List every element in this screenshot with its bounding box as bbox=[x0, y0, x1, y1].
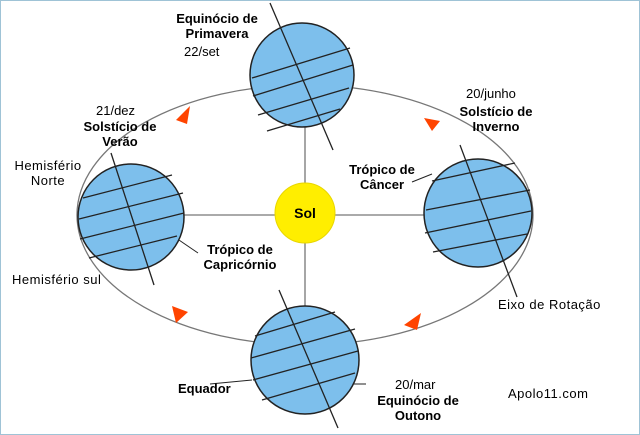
orbit-arrow-top-left bbox=[176, 106, 190, 124]
spring-equinox-title-line1: Equinócio de bbox=[176, 11, 258, 26]
tropic-capricorn-line1: Trópico de bbox=[207, 242, 273, 257]
earth-top bbox=[249, 2, 355, 151]
orbit-arrow-bottom-left bbox=[172, 306, 188, 323]
tropic-capricorn-label: Trópico de Capricórnio bbox=[193, 242, 287, 272]
winter-solstice-title-line1: Solstício de bbox=[459, 104, 533, 119]
tropic-cancer-label: Trópico de Câncer bbox=[340, 162, 424, 192]
summer-solstice-title-line2: Verão bbox=[102, 134, 138, 149]
autumn-equinox-title: Equinócio de Outono bbox=[366, 393, 470, 423]
autumn-equinox-title-line1: Equinócio de bbox=[377, 393, 459, 408]
summer-solstice-title-line1: Solstício de bbox=[83, 119, 157, 134]
earth-left bbox=[77, 152, 185, 286]
spring-equinox-title: Equinócio de Primavera bbox=[157, 11, 277, 41]
earth-right bbox=[423, 144, 533, 298]
orbit-arrow-top-right bbox=[424, 118, 440, 131]
capricorn-callout-line bbox=[175, 237, 199, 254]
hemisphere-north-line1: Hemisfério bbox=[14, 158, 82, 173]
hemisphere-north-line2: Norte bbox=[30, 173, 66, 188]
spring-equinox-date: 22/set bbox=[184, 44, 220, 59]
cancer-callout-line bbox=[411, 173, 433, 183]
summer-solstice-date: 21/dez bbox=[96, 103, 136, 118]
winter-solstice-date: 20/junho bbox=[466, 86, 516, 101]
spring-equinox-title-line2: Primavera bbox=[185, 26, 249, 41]
tropic-cancer-line2: Câncer bbox=[359, 177, 405, 192]
tropic-capricorn-line2: Capricórnio bbox=[203, 257, 277, 272]
rotation-axis-label: Eixo de Rotação bbox=[498, 297, 601, 312]
summer-solstice-title: Solstício de Verão bbox=[75, 119, 165, 149]
sun: Sol bbox=[274, 182, 336, 244]
hemisphere-north-label: Hemisfério Norte bbox=[10, 158, 86, 188]
autumn-equinox-date: 20/mar bbox=[395, 377, 436, 392]
equator-label: Equador bbox=[178, 381, 231, 396]
orbit-arrow-bottom-right bbox=[404, 313, 421, 330]
earth-bottom bbox=[250, 289, 360, 429]
credit-label: Apolo11.com bbox=[508, 386, 589, 401]
autumn-equinox-title-line2: Outono bbox=[394, 408, 442, 423]
tropic-cancer-line1: Trópico de bbox=[349, 162, 415, 177]
hemisphere-south-label: Hemisfério sul bbox=[12, 272, 102, 287]
sun-label: Sol bbox=[294, 205, 316, 221]
winter-solstice-title: Solstício de Inverno bbox=[451, 104, 541, 134]
equator-callout-line bbox=[209, 379, 253, 385]
winter-solstice-title-line2: Inverno bbox=[472, 119, 520, 134]
